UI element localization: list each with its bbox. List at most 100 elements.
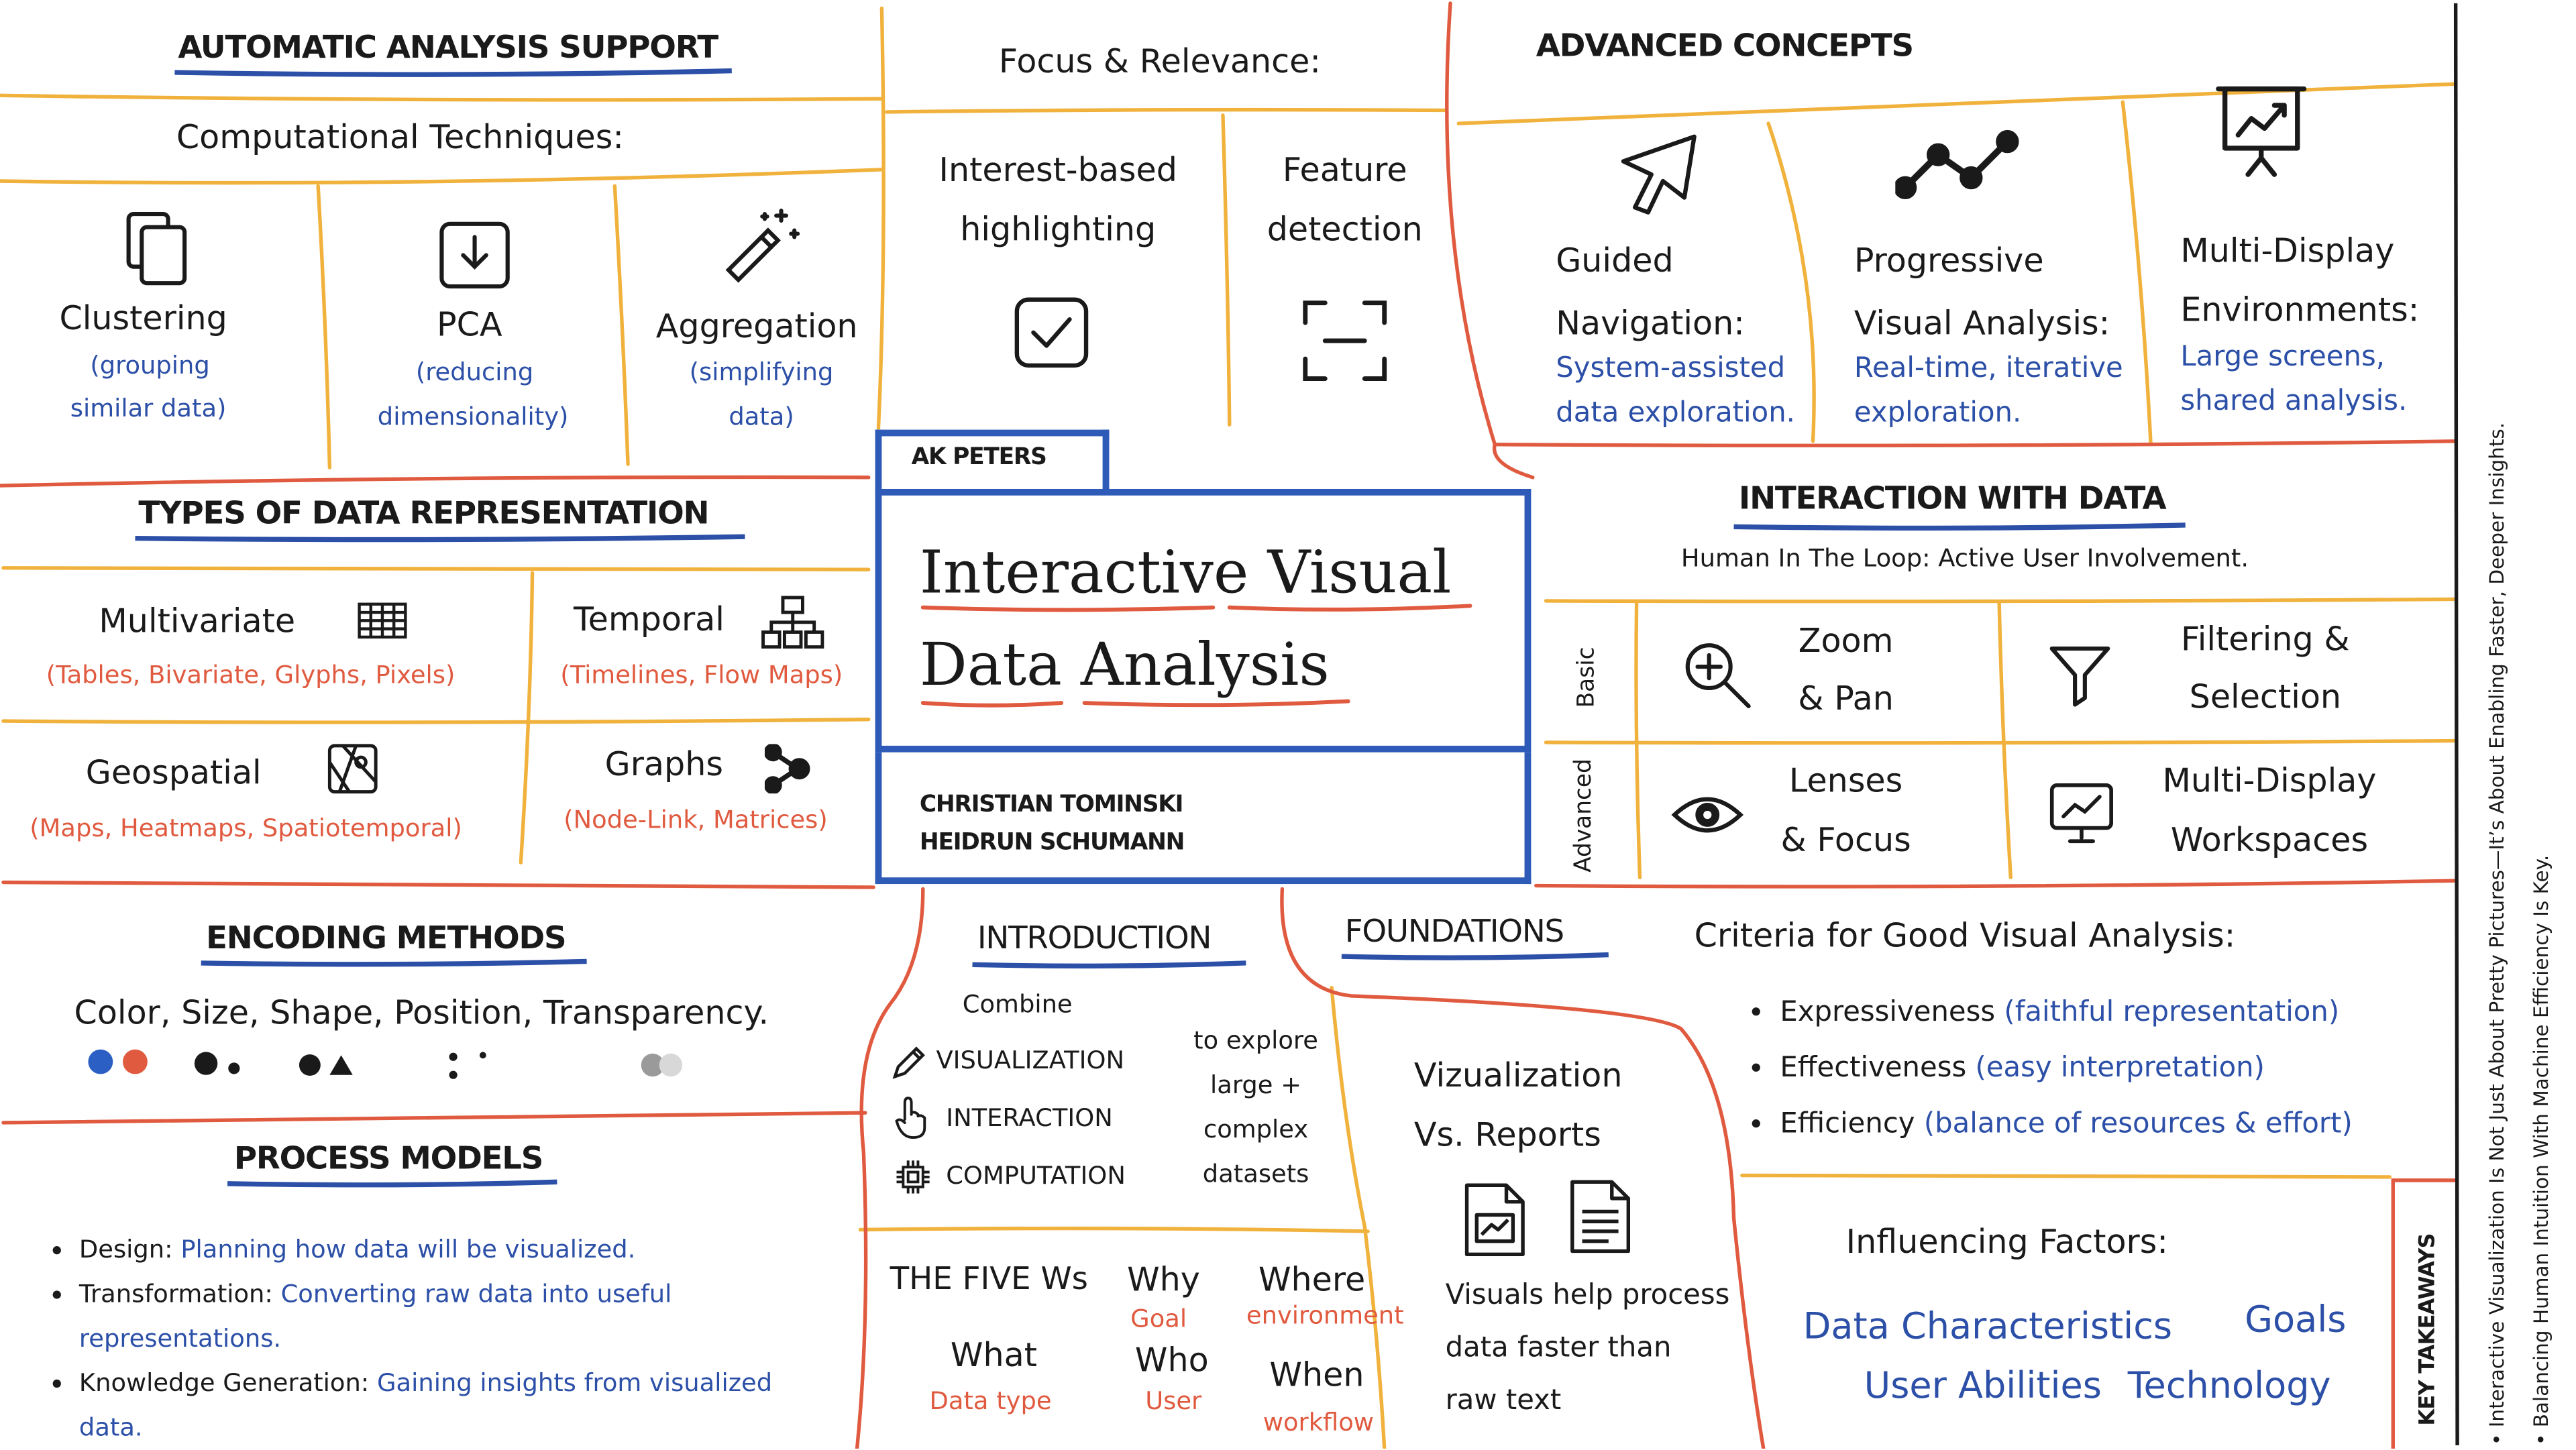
adv-item-2-desc1: Real-time, iterative [1854,352,2123,386]
graphs-desc: (Node-Link, Matrices) [564,805,828,835]
criteria-item: Expressiveness (faithful representation) [1780,985,2505,1040]
pca-desc-1: (reducing [415,357,534,387]
adv-item-2-desc2: exploration. [1854,396,2022,430]
multidisplay-line2: Workspaces [2170,820,2369,860]
chart-document-icon [1464,1183,1525,1257]
five-where: Where [1258,1259,1366,1299]
takeaway-2: • Balancing Human Intuition With Machine… [2530,854,2553,1446]
main-title-line2: Data Analysis [919,632,1330,700]
clustering-title: Clustering [59,298,227,338]
encoding-heading-underline [201,958,587,967]
basic-label: Basic [1574,647,1601,708]
intro-side-4: datasets [1202,1158,1309,1189]
intro-side-2: large + [1210,1070,1302,1100]
five-who: Who [1134,1339,1209,1380]
divider-adv-bottom [1493,439,2458,448]
main-title-line1: Interactive Visual [919,540,1452,608]
foundations-body-2: data faster than [1445,1331,1672,1365]
takeaways-vertical-line [2453,3,2460,1446]
adv-item-1-desc2: data exploration. [1556,396,1795,430]
pca-desc-2: dimensionality) [377,401,569,432]
divider-types-row2 [1,717,871,724]
geospatial-desc: (Maps, Heatmaps, Spatiotemporal) [30,813,462,843]
intro-side-3: complex [1203,1114,1309,1144]
encoding-legend-glyphs [88,1049,683,1079]
five-when: When [1269,1355,1364,1394]
adv-item-3-line1: Multi-Display [2180,230,2395,270]
types-heading: TYPES OF DATA REPRESENTATION [138,495,709,532]
five-where-answer: environment [1246,1300,1404,1331]
process-heading-underline [227,1179,557,1188]
adv-item-1-desc1: System-assisted [1556,352,1786,386]
scan-frame-icon [1303,300,1387,381]
factors-heading: Influencing Factors: [1845,1221,2168,1262]
five-why: Why [1127,1259,1200,1299]
clustering-desc-1: (grouping [90,350,210,380]
divider-adv-col1 [1766,121,1816,443]
factor-technology: Technology [2127,1366,2331,1408]
adv-item-3-desc2: shared analysis. [2180,385,2408,419]
divider-intro-mid [1280,887,1766,1449]
focus-item-2-line2: detection [1267,209,1423,249]
foundations-heading-underline [1341,952,1609,960]
interaction-subheading: Human In The Loop: Active User Involveme… [1680,543,2249,573]
adv-item-2-line1: Progressive [1854,240,2044,280]
five-when-answer: workflow [1263,1407,1374,1437]
pca-title: PCA [437,304,502,344]
intro-item-computation: COMPUTATION [946,1160,1126,1190]
zoom-line2: & Pan [1798,678,1894,718]
process-item: Knowledge Generation: Gaining insights f… [79,1361,887,1450]
divider-intro-right [1330,986,1366,1229]
divider-intro-left [855,887,925,1449]
hand-pointer-icon [895,1097,926,1139]
aggregation-desc-1: (simplifying [689,357,834,387]
divider-interact-mid [1544,738,2458,745]
divider-auto-items [0,168,884,185]
node-graph-icon [764,744,810,794]
adv-item-3-desc1: Large screens, [2180,341,2385,374]
lenses-line1: Lenses [1788,760,1903,800]
factor-user-abilities: User Abilities [1864,1366,2102,1408]
focus-heading: Focus & Relevance: [998,41,1321,81]
multivariate-title: Multivariate [99,600,296,640]
divider-factors [1740,1173,2392,1179]
chip-icon [896,1160,930,1194]
divider-mid-right [1534,879,2458,889]
interaction-heading: INTERACTION WITH DATA [1738,480,2167,517]
divider-types-col [519,571,535,865]
adv-item-3-line2: Environments: [2180,289,2420,329]
title-underlines [920,604,1472,708]
focus-item-2-line1: Feature [1282,150,1407,190]
criteria-item: Effectiveness (easy interpretation) [1780,1040,2505,1096]
adv-item-1-line1: Guided [1556,240,1674,280]
title-box [875,488,1532,752]
divider-mid-left [1,880,875,889]
monitor-chart-icon [2049,783,2113,844]
takeaways-label: KEY TAKEAWAYS [2416,1233,2441,1426]
process-item: Transformation: Converting raw data into… [79,1272,887,1361]
foundations-vis-line1: Vizualization [1413,1055,1623,1095]
text-document-icon [1570,1180,1631,1253]
foundations-body-3: raw text [1445,1384,1562,1418]
publisher-box [875,429,1110,492]
multidisplay-line1: Multi-Display [2162,760,2377,800]
foundations-heading: FOUNDATIONS [1344,913,1564,950]
hierarchy-icon [761,596,824,649]
eye-icon [1671,797,1744,833]
factor-goals: Goals [2245,1300,2347,1342]
intro-combine: Combine [962,989,1073,1019]
publisher: AK PETERS [911,444,1047,471]
divider-top-center-left [876,6,885,430]
divider-adv-col2 [2121,100,2153,447]
temporal-title: Temporal [573,599,724,639]
auto-heading-underline [174,68,732,77]
encoding-heading: ENCODING METHODS [206,920,567,957]
process-item: Design: Planning how data will be visual… [79,1228,887,1272]
intro-side-1: to explore [1193,1025,1318,1056]
adv-item-1-line2: Navigation: [1556,302,1745,343]
presentation-chart-icon [2216,86,2307,177]
divider-auto-bottom [0,475,871,488]
pen-icon [892,1046,925,1079]
